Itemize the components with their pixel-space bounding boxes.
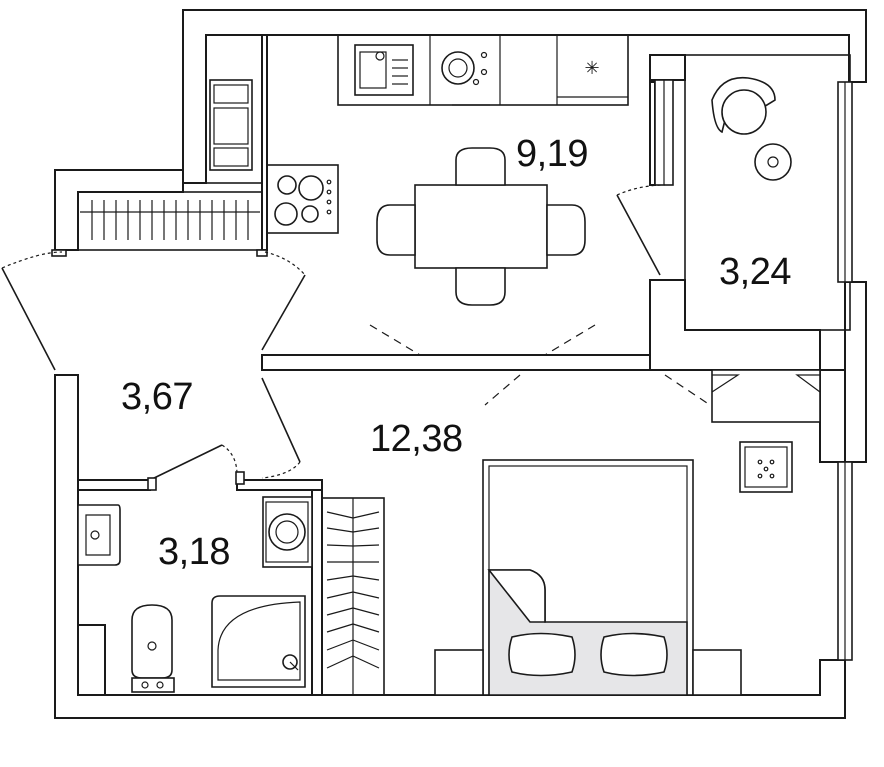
bedroom-area-label: 12,38 <box>370 418 463 460</box>
kitchen: ✳ <box>205 34 629 356</box>
balcony-area-label: 3,24 <box>719 251 791 293</box>
bathroom <box>77 496 313 693</box>
bathroom-area-label: 3,18 <box>158 531 230 573</box>
balcony <box>616 54 853 331</box>
hallway-area-label: 3,67 <box>121 376 193 418</box>
bedroom <box>321 369 853 696</box>
hallway <box>1 191 306 491</box>
svg-text:✳: ✳ <box>584 58 599 79</box>
exterior-walls <box>54 9 867 719</box>
interior-walls <box>77 34 821 696</box>
kitchen-area-label: 9,19 <box>516 133 588 175</box>
